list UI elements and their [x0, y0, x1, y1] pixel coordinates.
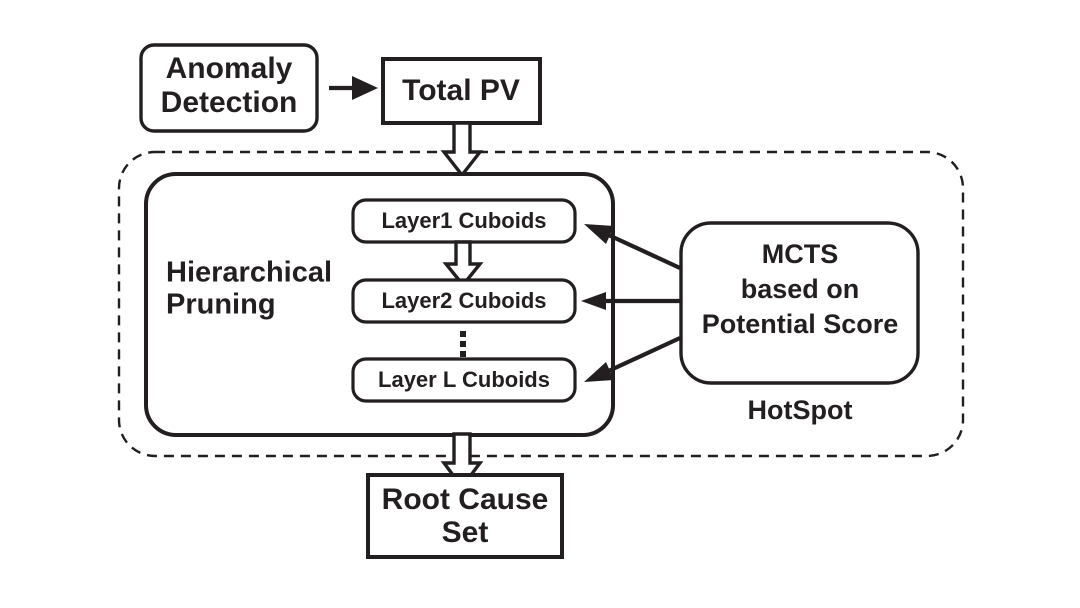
layerl-cuboids-box [351, 357, 577, 403]
mcts-label-line3: Potential Score [702, 309, 899, 339]
edge-mcts-to-layer1 [584, 224, 681, 270]
root-cause-set-label-line2: Set [442, 516, 489, 549]
hierarchical-pruning-label-line2: Pruning [166, 289, 276, 321]
mcts-box [679, 221, 920, 385]
edge-layer1-to-layer2 [442, 240, 484, 288]
hierarchical-pruning-label-line1: Hierarchical [166, 257, 332, 289]
edge-totalpv-to-pruning [440, 121, 484, 178]
vertical-ellipsis-icon [460, 331, 466, 357]
anomaly-detection-label-line2: Detection [161, 86, 298, 119]
mcts-node[interactable]: MCTS based on Potential Score [679, 221, 920, 385]
edge-mcts-to-layer2 [581, 292, 680, 310]
root-cause-set-node[interactable]: Root Cause Set [366, 473, 564, 559]
layer2-cuboids-node[interactable]: Layer2 Cuboids [351, 278, 577, 324]
hotspot-container-boundary [117, 150, 965, 458]
mcts-label-line2: based on [741, 274, 860, 304]
layer1-cuboids-label: Layer1 Cuboids [381, 208, 546, 233]
layer2-cuboids-label: Layer2 Cuboids [381, 288, 546, 313]
total-pv-node[interactable]: Total PV [381, 57, 542, 125]
layer2-cuboids-box [351, 278, 577, 324]
root-cause-set-box [366, 473, 564, 559]
mcts-label-line1: MCTS [762, 239, 839, 269]
anomaly-detection-box [139, 43, 319, 133]
total-pv-label: Total PV [402, 74, 520, 107]
root-cause-set-label-line1: Root Cause [382, 483, 549, 516]
edge-anomaly-to-totalpv [329, 76, 378, 100]
hotspot-container-label: HotSpot [748, 395, 853, 425]
layerl-cuboids-node[interactable]: Layer L Cuboids [351, 357, 577, 403]
layer1-cuboids-node[interactable]: Layer1 Cuboids [351, 198, 577, 244]
anomaly-detection-node[interactable]: Anomaly Detection [139, 43, 319, 133]
edge-mcts-to-layerl [584, 336, 681, 382]
anomaly-detection-label-line1: Anomaly [166, 52, 293, 85]
total-pv-box [381, 57, 542, 125]
layerl-cuboids-label: Layer L Cuboids [378, 367, 550, 392]
